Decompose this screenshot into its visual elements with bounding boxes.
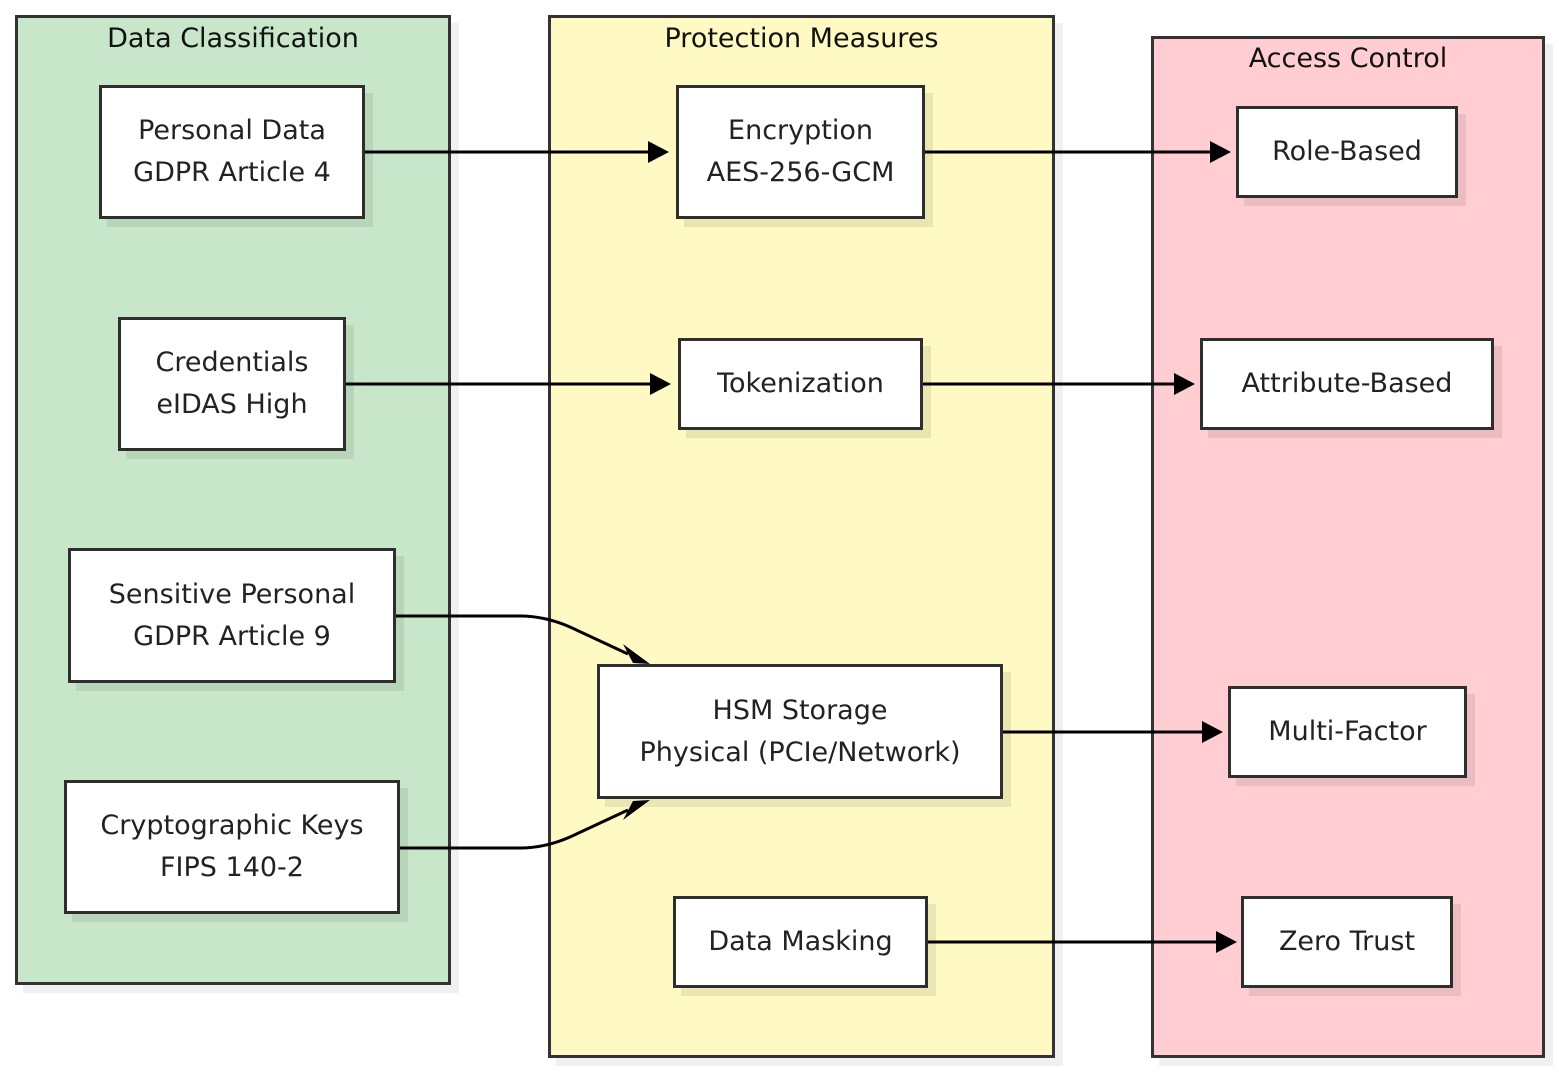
group-access-control: Access Control <box>1151 36 1545 1058</box>
arrowhead-hsm-from-crypto <box>623 800 650 820</box>
arrowhead-zero-trust <box>1216 931 1237 953</box>
edge-sensitive-personal-to-hsm-storage <box>395 614 629 656</box>
arrowhead-role-based <box>1210 141 1231 163</box>
node-sensitive-personal-line1: Sensitive Personal <box>108 578 356 610</box>
node-attribute-based-line1: Attribute-Based <box>1241 368 1453 399</box>
node-multi-factor: Multi-Factor <box>1228 686 1467 778</box>
node-credentials: Credentials eIDAS High <box>118 317 346 451</box>
group-title-protection-measures: Protection Measures <box>664 23 939 54</box>
node-sensitive-personal: Sensitive Personal GDPR Article 9 <box>68 548 396 683</box>
node-hsm-storage: HSM Storage Physical (PCIe/Network) <box>597 664 1003 799</box>
node-zero-trust-line1: Zero Trust <box>1278 926 1416 957</box>
edge-crypto-keys-to-hsm-storage <box>399 808 629 850</box>
node-attribute-based: Attribute-Based <box>1200 338 1494 430</box>
node-cryptographic-keys-line1: Cryptographic Keys <box>100 810 364 841</box>
node-zero-trust: Zero Trust <box>1241 896 1453 988</box>
group-title-data-classification: Data Classification <box>107 23 359 54</box>
node-personal-data: Personal Data GDPR Article 4 <box>99 85 365 219</box>
node-hsm-storage-line1: HSM Storage <box>712 694 888 726</box>
node-cryptographic-keys: Cryptographic Keys FIPS 140-2 <box>64 780 400 914</box>
arrowhead-multi-factor <box>1202 721 1223 743</box>
arrowhead-tokenization <box>650 373 671 395</box>
node-data-masking: Data Masking <box>673 896 928 988</box>
node-personal-data-line2: GDPR Article 4 <box>133 157 331 188</box>
node-tokenization: Tokenization <box>678 338 923 430</box>
node-role-based-line1: Role-Based <box>1272 136 1422 167</box>
arrowhead-encryption <box>648 141 669 163</box>
group-title-access-control: Access Control <box>1248 43 1448 74</box>
node-data-masking-line1: Data Masking <box>708 926 893 957</box>
node-credentials-line2: eIDAS High <box>156 389 308 420</box>
node-tokenization-line1: Tokenization <box>717 368 884 399</box>
node-cryptographic-keys-line2: FIPS 140-2 <box>160 852 304 883</box>
arrowhead-hsm-from-sensitive <box>623 644 650 664</box>
node-sensitive-personal-line2: GDPR Article 9 <box>133 620 331 652</box>
node-multi-factor-line1: Multi-Factor <box>1268 716 1427 747</box>
node-encryption: Encryption AES-256-GCM <box>676 85 925 219</box>
node-encryption-line2: AES-256-GCM <box>706 157 895 188</box>
node-hsm-storage-line2: Physical (PCIe/Network) <box>639 736 961 768</box>
node-encryption-line1: Encryption <box>728 115 873 146</box>
node-role-based: Role-Based <box>1236 106 1458 198</box>
node-personal-data-line1: Personal Data <box>138 115 326 146</box>
node-credentials-line1: Credentials <box>155 347 309 378</box>
arrowhead-attribute-based <box>1174 373 1195 395</box>
